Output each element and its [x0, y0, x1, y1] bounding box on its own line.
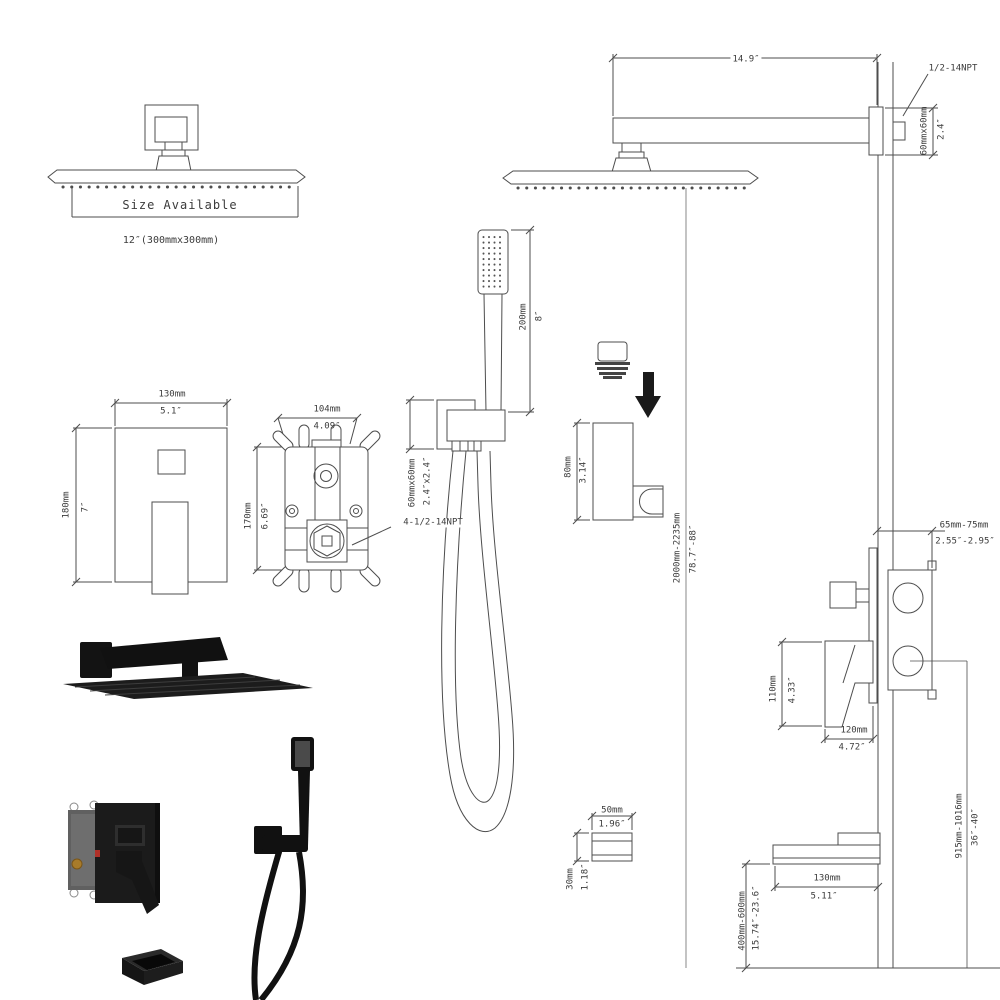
- dim-spout-length-in: 5.11″: [810, 891, 838, 902]
- head-size-caption: 12″(300mmx300mm): [122, 235, 220, 246]
- dim-bracket-in: 3.14″: [578, 456, 589, 484]
- hand-shower-render: [251, 737, 314, 1000]
- dim-valve-height-mm: 915mm-1016mm: [954, 793, 965, 859]
- dim-hand-shower-mm: 200mm: [518, 303, 529, 331]
- dim-spout-length-mm: 130mm: [813, 873, 841, 884]
- trim-plate-drawing: [71, 398, 232, 595]
- dim-arm-flange-mm: 60mmx60mm: [919, 106, 930, 156]
- dim-valve-thread: 4-1/2-14NPT: [401, 517, 465, 528]
- wall-section: [877, 62, 894, 968]
- dim-handle-in: 4.33″: [787, 676, 798, 704]
- dim-spout-front-width-mm: 50mm: [599, 805, 625, 816]
- dim-rough-height-in: 6.69″: [260, 502, 271, 530]
- dim-arm-thread: 1/2-14NPT: [928, 63, 978, 74]
- dim-valve-depth-in: 2.55″-2.95″: [935, 536, 995, 547]
- holder-bracket-drawing: [572, 341, 664, 525]
- dim-valve-width-in: 4.72″: [838, 742, 866, 753]
- dim-valve-height-in: 36″-40″: [970, 808, 981, 846]
- dim-arm-flange-in: 2.4″: [936, 118, 947, 140]
- dim-spout-front-height-in: 1.18″: [580, 863, 591, 891]
- tub-spout-render: [122, 949, 183, 985]
- dim-trim-width-mm: 130mm: [158, 389, 186, 400]
- dim-bracket-mm: 80mm: [563, 456, 574, 478]
- dim-holder-in: 2.4″x2.4″: [422, 456, 433, 506]
- dim-spout-front-width-in: 1.96″: [598, 819, 626, 830]
- tub-spout-side-drawing: [741, 832, 883, 973]
- dim-hand-shower-in: 8″: [534, 310, 545, 322]
- dim-height-mm: 2000mm-2235mm: [672, 512, 683, 584]
- rough-in-valve-drawing: [252, 413, 392, 593]
- valve-trim-render: [68, 800, 160, 914]
- shower-head-render: [63, 637, 313, 699]
- hand-shower-drawing: [405, 225, 535, 833]
- shower-arm-drawing: [502, 53, 938, 190]
- dim-rough-height-mm: 170mm: [243, 502, 254, 530]
- size-available-label: Size Available: [122, 198, 238, 212]
- dim-height-in: 78.7″-88″: [688, 524, 699, 574]
- dim-trim-height-mm: 180mm: [61, 491, 72, 519]
- ground-hatch: [736, 967, 1000, 998]
- dim-rough-width-in: 4.09″: [313, 421, 341, 432]
- dim-trim-height-in: 7″: [80, 501, 91, 513]
- dim-valve-depth-mm: 65mm-75mm: [939, 520, 989, 531]
- dim-handle-mm: 110mm: [768, 675, 779, 703]
- hand-shower-hose-outline: [441, 450, 515, 833]
- dim-rough-width-mm: 104mm: [313, 404, 341, 415]
- down-arrow-icon: [635, 372, 661, 418]
- dim-valve-width-mm: 120mm: [840, 725, 868, 736]
- tub-spout-front-drawing: [572, 811, 637, 866]
- valve-side-drawing: [777, 526, 968, 968]
- dim-trim-width-in: 5.1″: [160, 406, 182, 417]
- shower-head-side-drawing: [47, 104, 306, 218]
- dim-spout-height-in: 15.74″-23.6″: [751, 885, 762, 951]
- dim-spout-front-height-mm: 30mm: [565, 868, 576, 890]
- dim-holder-mm: 60mmx60mm: [407, 458, 418, 508]
- dim-spout-height-mm: 400mm-600mm: [737, 891, 748, 951]
- dim-arm-length: 14.9″: [730, 54, 762, 65]
